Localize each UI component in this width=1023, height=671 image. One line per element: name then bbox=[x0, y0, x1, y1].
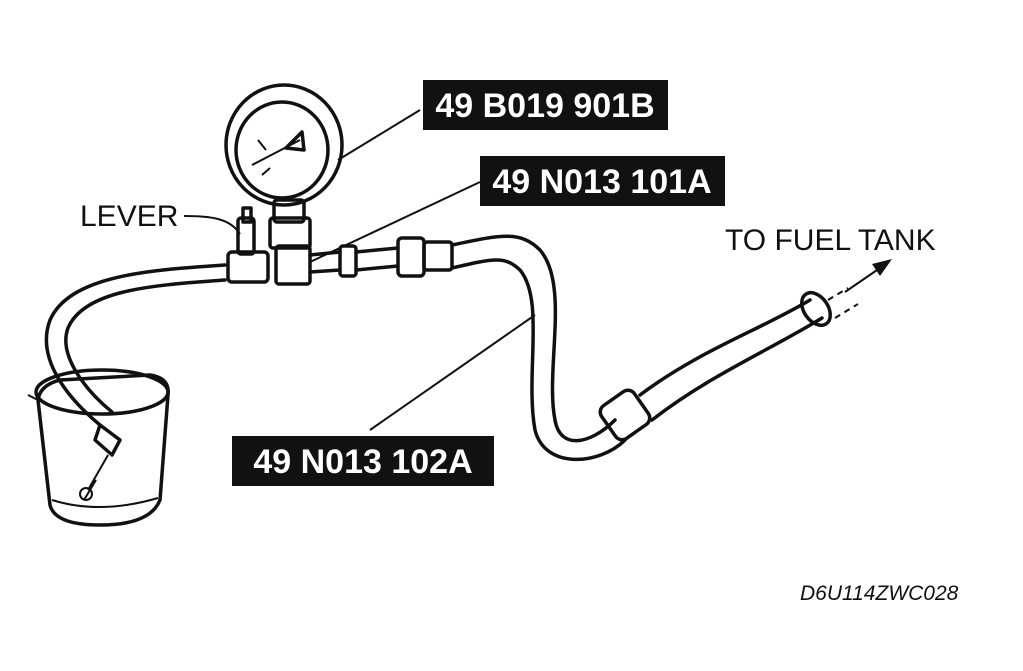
leader-gauge bbox=[337, 109, 421, 161]
leader-lever bbox=[183, 215, 241, 235]
lever-valve bbox=[226, 206, 270, 284]
leader-adapter bbox=[309, 181, 481, 263]
label-to-fuel-tank: TO FUEL TANK bbox=[725, 224, 936, 257]
fuel-tank-arrow bbox=[844, 259, 892, 293]
pressure-gauge bbox=[224, 83, 344, 250]
drain-hose bbox=[44, 263, 227, 501]
leader-hose bbox=[369, 314, 536, 431]
label-lever: LEVER bbox=[80, 200, 178, 233]
label-hose-part: 49 N013 102A bbox=[232, 436, 494, 486]
figure-code: D6U114ZWC028 bbox=[800, 582, 959, 605]
label-adapter-part: 49 N013 101A bbox=[480, 156, 725, 206]
svg-text:49 N013 102A: 49 N013 102A bbox=[253, 443, 472, 481]
tee-adapter bbox=[274, 236, 454, 286]
svg-text:49 B019 901B: 49 B019 901B bbox=[435, 87, 654, 125]
svg-text:49 N013 101A: 49 N013 101A bbox=[492, 163, 711, 201]
label-gauge-part: 49 B019 901B bbox=[423, 80, 668, 130]
beaker bbox=[27, 368, 170, 527]
main-hose bbox=[450, 234, 859, 462]
